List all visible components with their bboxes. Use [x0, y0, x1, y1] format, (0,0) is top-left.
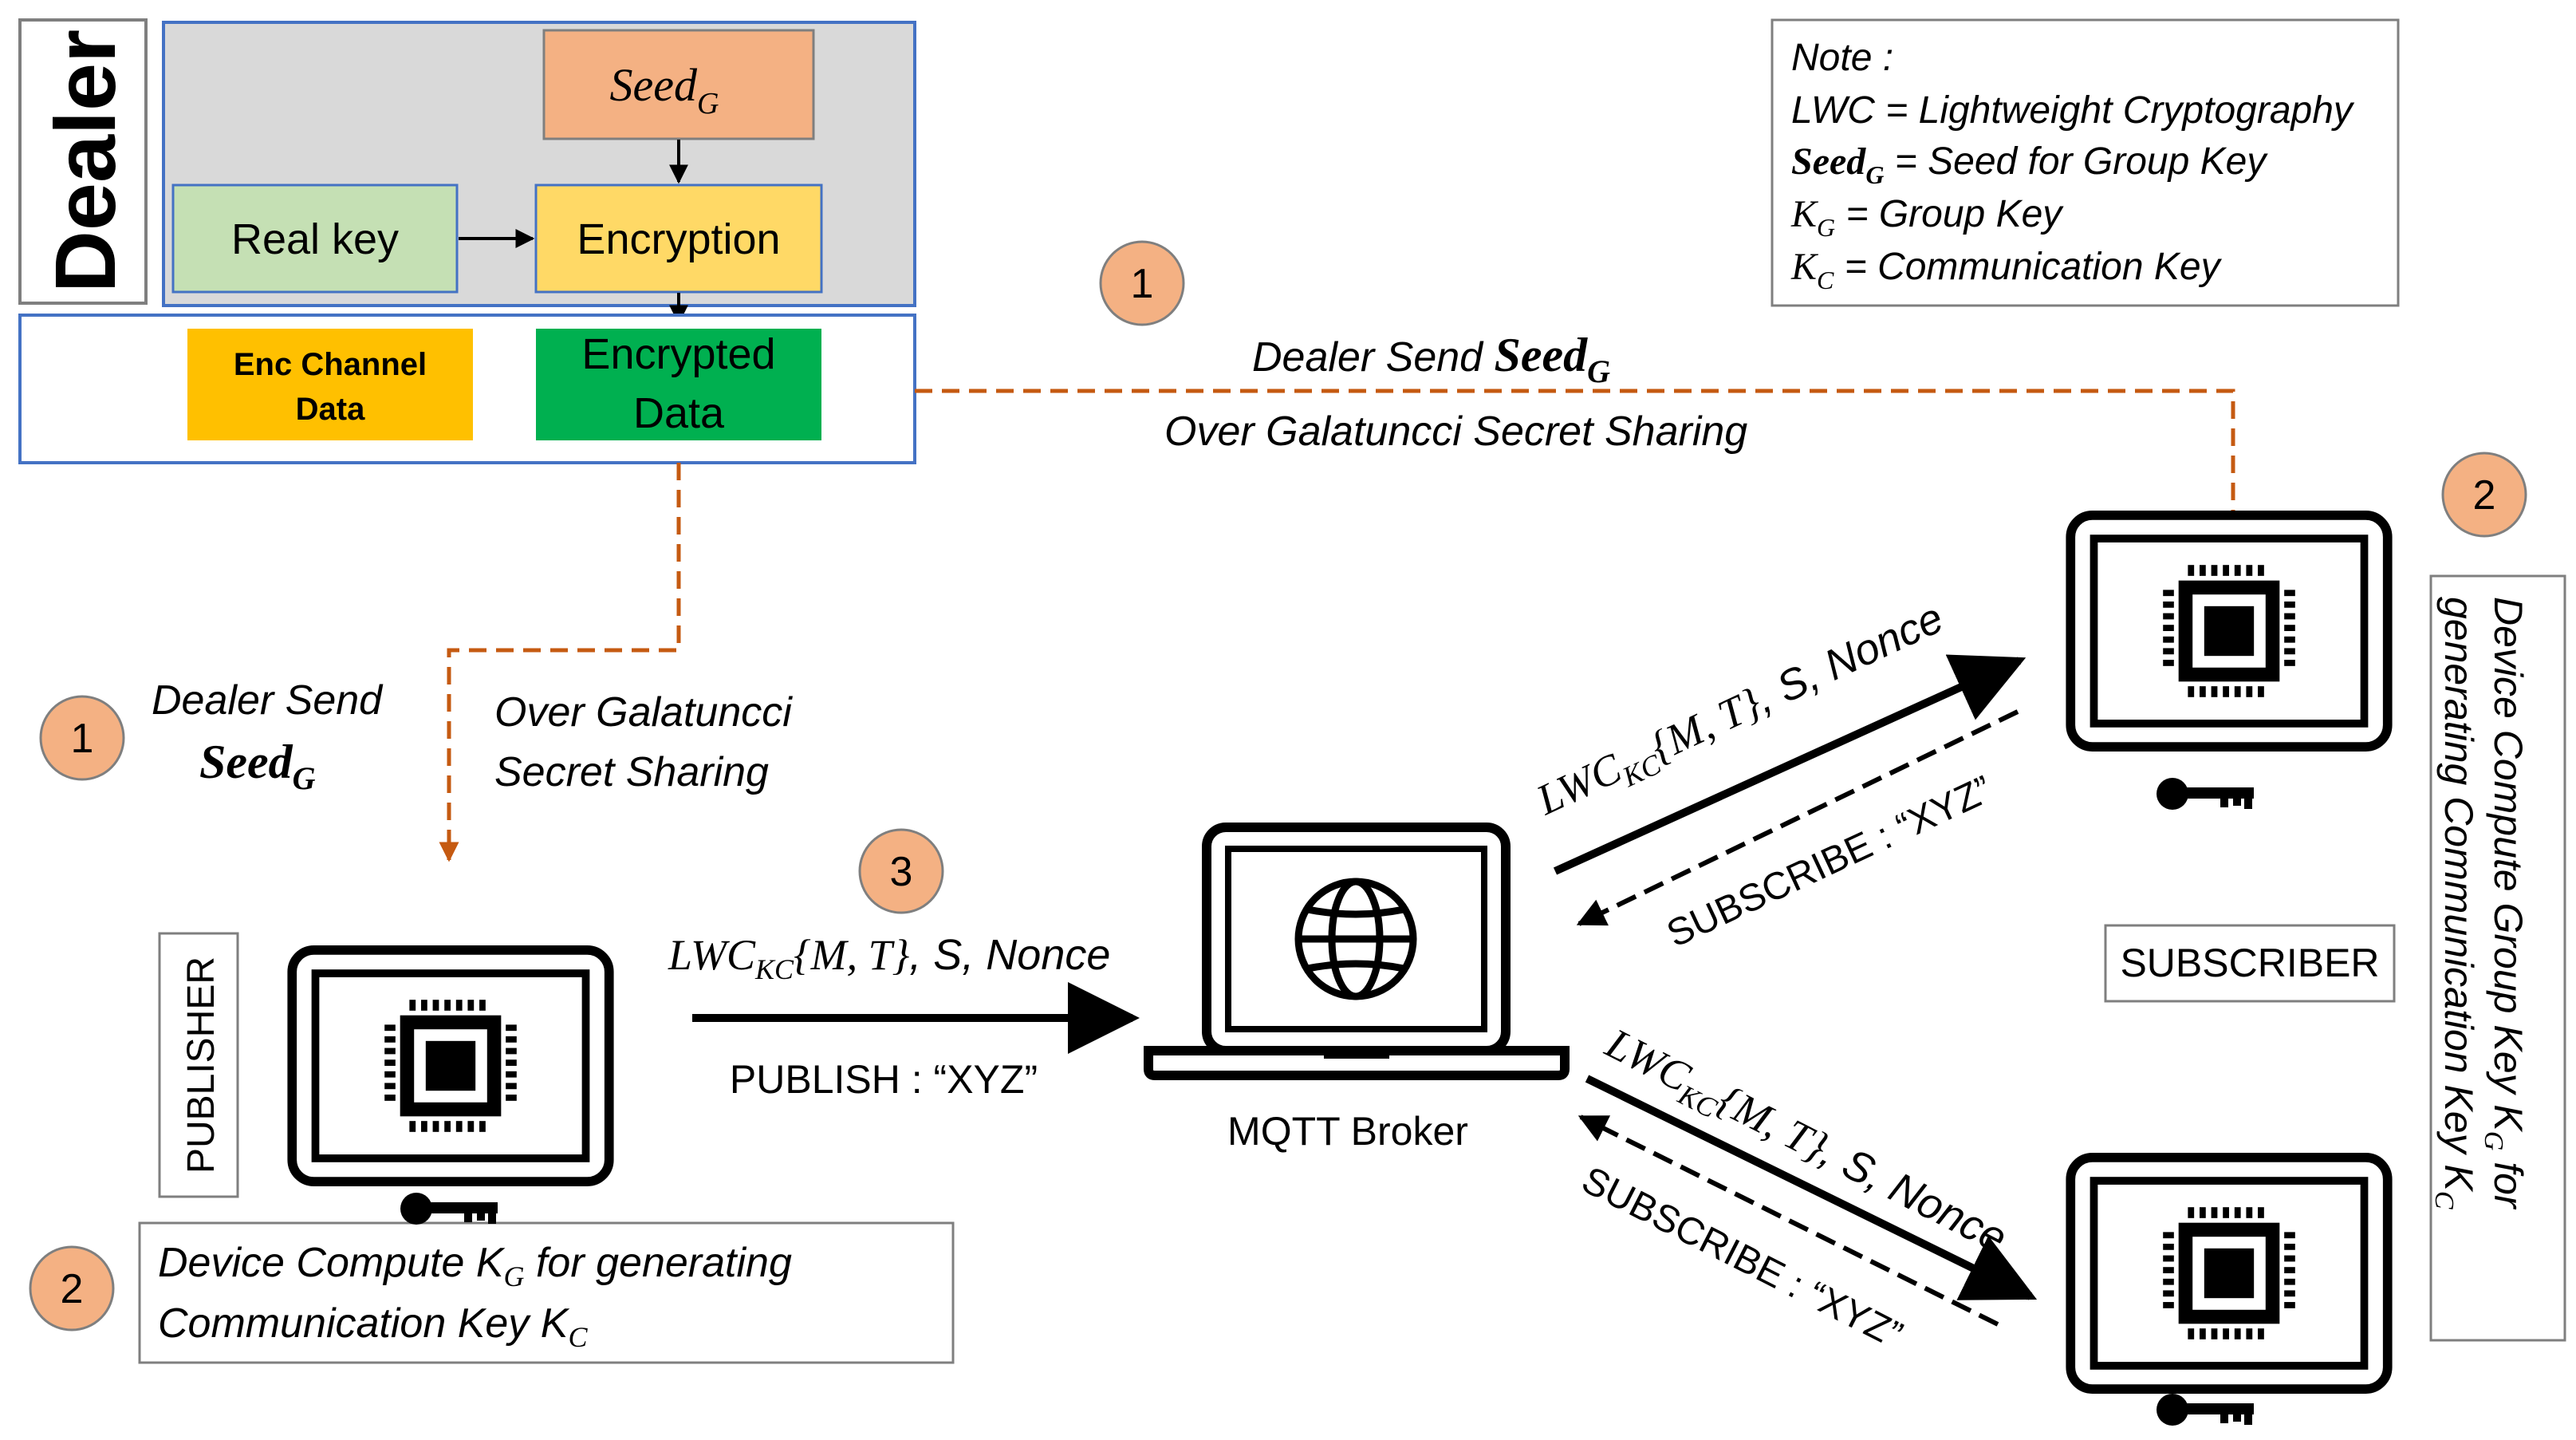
- note-kg: KG = Group Key: [1790, 193, 2064, 242]
- step1-left-seed: SeedG: [199, 736, 316, 796]
- step1-top-badge-number: 1: [1131, 261, 1154, 307]
- broker-section: MQTT Broker: [1144, 823, 1570, 1154]
- publisher-key-icon: [400, 1193, 498, 1225]
- step1-left-over-2: Secret Sharing: [494, 749, 769, 795]
- step2-left-badge-number: 2: [61, 1266, 84, 1312]
- publisher-chip-device-icon: [292, 950, 609, 1182]
- subscriber-label-box: [2104, 924, 2396, 1003]
- step1-left-badge: [39, 695, 125, 781]
- step2-right-badge: [2441, 452, 2527, 538]
- step1-top-line2: Over Galatuncci Secret Sharing: [1164, 408, 1747, 455]
- sub-top-lwc-label: LWCKC{M, T}, S, Nonce: [1529, 594, 1953, 830]
- step2-right-line2: generating Communication Key KC: [2429, 597, 2481, 1209]
- step2-right: 2 Device Compute Group Key KG for genera…: [2429, 452, 2566, 1342]
- dealer-section: Dealer SeedG Real key Encryption Enc Cha…: [18, 18, 916, 464]
- real-key-label: Real key: [231, 215, 399, 263]
- broker-label: MQTT Broker: [1227, 1109, 1468, 1154]
- step3-badge-number: 3: [890, 849, 913, 895]
- enc-channel-box: [187, 329, 473, 440]
- sub-top-subscribe-arrow: [1576, 709, 2019, 926]
- sub-top-lwc-arrow: [1553, 654, 2027, 875]
- subscriber-label: SUBSCRIBER: [2120, 941, 2379, 985]
- sub-bottom-subscribe-arrow: [1578, 1115, 1999, 1327]
- seed-box-label: SeedG: [610, 59, 719, 120]
- step1-left: 1 Dealer Send SeedG Over Galatuncci Secr…: [39, 677, 793, 796]
- step1-top-line1: Dealer Send SeedG: [1252, 329, 1610, 389]
- subscriber-bottom-section: LWCKC{M, T}, S, Nonce SUBSCRIBE : “XYZ”: [1575, 1019, 2388, 1426]
- subscriber-bottom-key-icon: [2157, 1394, 2254, 1426]
- publish-section: 3 LWCKC{M, T}, S, Nonce PUBLISH : “XYZ”: [668, 828, 1140, 1102]
- note-seed: SeedG = Seed for Group Key: [1791, 140, 2268, 189]
- subscriber-top-chip-device-icon: [2070, 515, 2387, 747]
- dashed-path-to-subscriber: [915, 389, 2243, 539]
- enc-channel-label-1: Enc Channel: [234, 347, 427, 382]
- step2-left: 2 Device Compute KG for generating Commu…: [29, 1221, 955, 1364]
- note-kc: KC = Communication Key: [1790, 246, 2223, 294]
- publisher-label: PUBLISHER: [180, 957, 223, 1174]
- globe-icon: [1294, 878, 1417, 1000]
- encrypted-data-box: [536, 329, 821, 440]
- seed-box: [542, 29, 815, 140]
- sub-bottom-lwc-arrow: [1585, 1075, 2038, 1300]
- step1-top: 1 Dealer Send SeedG Over Galatuncci Secr…: [1099, 240, 1747, 455]
- encrypted-data-label-2: Data: [633, 389, 725, 437]
- dealer-title: Dealer: [37, 30, 133, 293]
- step2-left-box: [138, 1221, 955, 1364]
- dashed-path-to-publisher: [439, 463, 681, 862]
- step2-right-badge-number: 2: [2473, 472, 2496, 519]
- step3-badge: [858, 828, 944, 914]
- subscriber-top-section: LWCKC{M, T}, S, Nonce SUBSCRIBE : “XYZ”: [1529, 515, 2388, 956]
- laptop-icon: [1144, 823, 1570, 1080]
- encryption-label: Encryption: [577, 215, 780, 263]
- step2-right-line1: Device Compute Group Key KG for: [2479, 597, 2531, 1210]
- step1-left-line1: Dealer Send: [152, 677, 384, 724]
- publish-lwc-label: LWCKC{M, T}, S, Nonce: [668, 931, 1110, 985]
- enc-channel-label-2: Data: [296, 392, 365, 427]
- encryption-box: [534, 183, 823, 294]
- step2-right-box: [2429, 574, 2566, 1342]
- subscriber-top-key-icon: [2157, 778, 2254, 810]
- step2-left-badge: [29, 1245, 115, 1332]
- note-title: Note :: [1791, 37, 1893, 79]
- step1-left-badge-number: 1: [71, 716, 94, 762]
- encrypted-data-label-1: Encrypted: [581, 330, 775, 378]
- publish-label: PUBLISH : “XYZ”: [730, 1057, 1038, 1102]
- step2-left-line2: Communication Key KC: [158, 1300, 588, 1353]
- step1-left-over-1: Over Galatuncci: [494, 689, 793, 736]
- publisher-section: PUBLISHER: [158, 932, 609, 1225]
- real-key-box: [171, 183, 459, 294]
- step1-top-badge: [1099, 240, 1185, 326]
- dealer-title-box: [18, 18, 148, 305]
- subscriber-bottom-chip-device-icon: [2070, 1158, 2387, 1389]
- publisher-label-box: [158, 932, 239, 1198]
- step2-left-line1: Device Compute KG for generating: [158, 1240, 792, 1292]
- note-lwc: LWC = Lightweight Cryptography: [1791, 89, 2355, 132]
- note-box: Note : LWC = Lightweight Cryptography Se…: [1771, 18, 2400, 307]
